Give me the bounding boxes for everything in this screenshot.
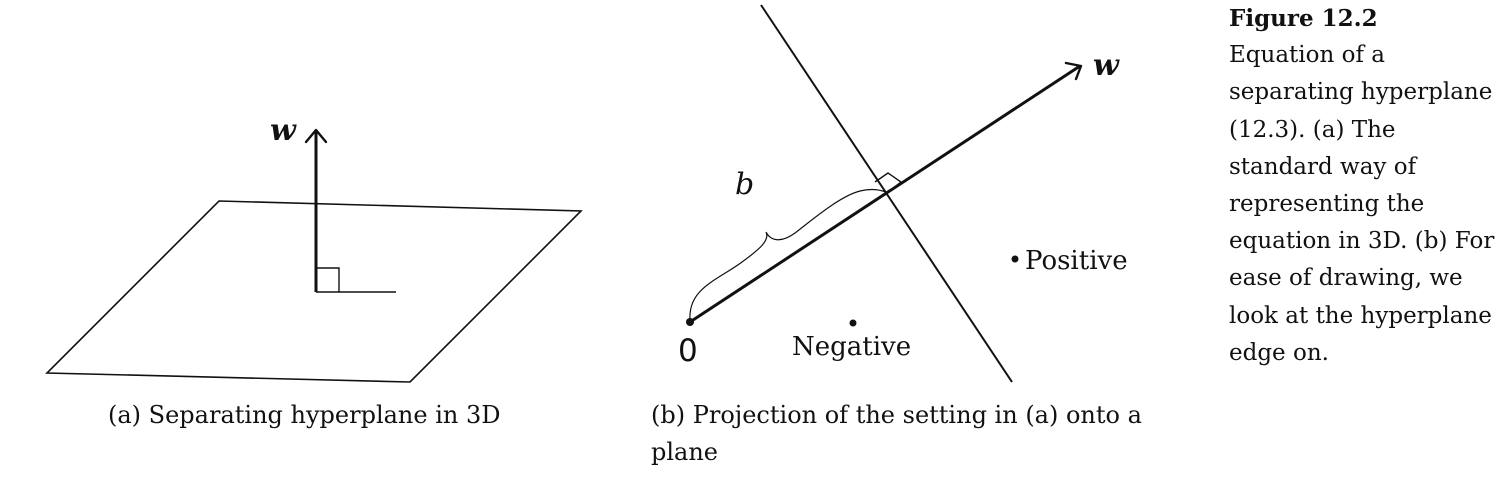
figure-caption-text: Equation of a separating hyperplane (12.… [1229,42,1495,366]
vector-label-w-a: w [270,113,297,148]
origin-point [686,318,694,326]
figure-side-caption: Figure 12.2 Equation of a separating hyp… [1229,0,1501,372]
offset-brace [689,188,887,321]
right-angle-marker-b [874,172,903,193]
hyperplane-parallelogram [45,200,583,383]
figure-label: Figure 12.2 [1229,5,1378,32]
origin-label: 0 [678,333,698,369]
right-angle-marker-a [316,267,340,292]
vector-label-w-b: w [1093,48,1120,83]
arrowhead-w-b [1064,61,1083,81]
panel-a: w [45,113,583,383]
panel-a-caption: (a) Separating hyperplane in 3D [108,401,501,429]
normal-vector-w-b [689,64,1081,324]
panel-b: w 0 b Positive Negative [678,4,1128,383]
panel-b-caption: (b) Projection of the setting in (a) ont… [651,401,1142,466]
negative-label: Negative [792,332,911,362]
offset-label-b: b [735,167,754,202]
positive-point [1011,255,1019,263]
negative-point [849,319,857,327]
arrowhead-w-a [304,128,328,144]
positive-label: Positive [1025,246,1128,276]
